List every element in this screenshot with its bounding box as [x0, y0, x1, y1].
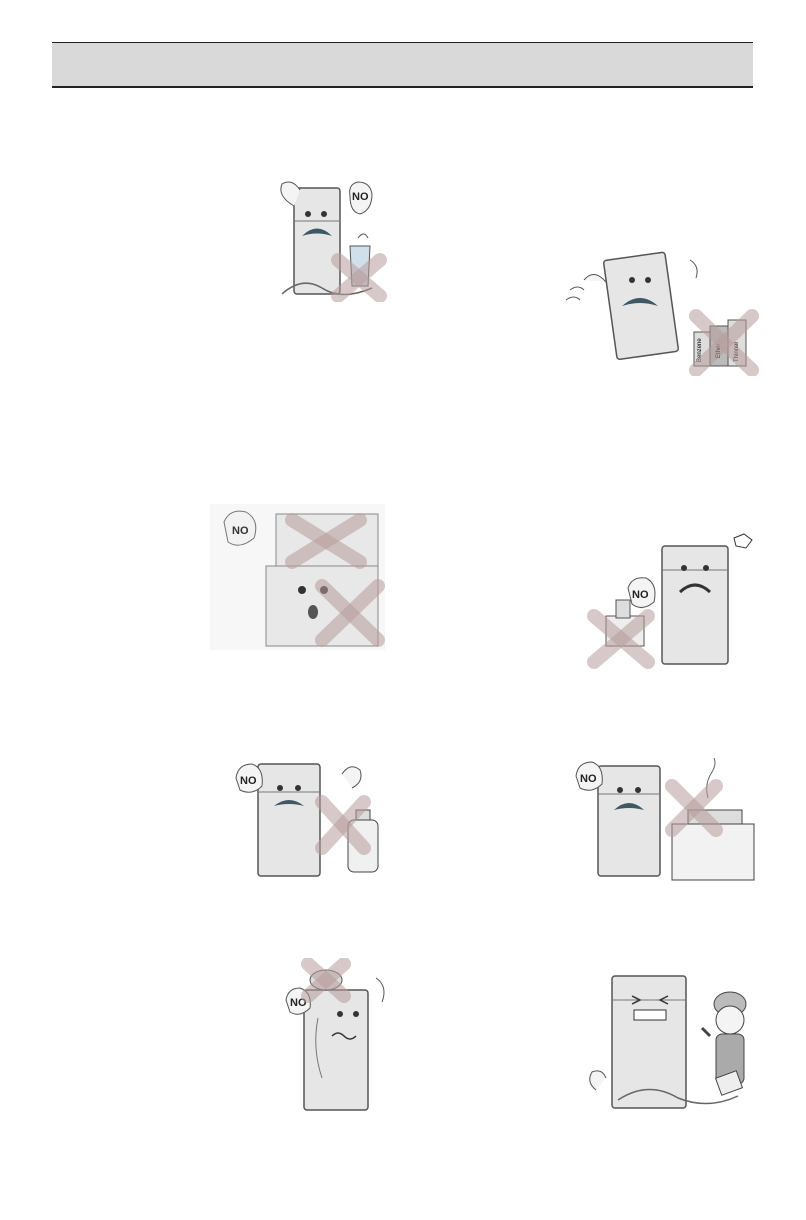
no-sign-text: NO: [580, 773, 597, 785]
medicine-storage-illustration: NO: [584, 530, 760, 670]
no-sign-text: NO: [232, 525, 249, 537]
objects-on-top-illustration: NO: [282, 958, 394, 1116]
no-sign-text: NO: [632, 589, 649, 601]
section-header-bar: [52, 42, 753, 88]
technician-icon: [714, 992, 746, 1095]
flammable-spray-illustration: NO: [228, 758, 390, 884]
disassemble-illustration: [578, 970, 768, 1114]
no-hand-icon: NO: [576, 762, 602, 790]
heat-source-illustration: NO: [568, 758, 764, 884]
flammables-illustration: Benzene Ether Thinner: [560, 250, 770, 376]
no-hand-icon: NO: [224, 511, 256, 545]
water-spray-illustration: NO: [262, 176, 392, 302]
no-hand-icon: NO: [350, 182, 372, 214]
no-sign-text: NO: [240, 775, 257, 787]
no-hand-icon: NO: [628, 578, 655, 608]
no-sign-text: NO: [352, 191, 369, 203]
door-hang-illustration: NO: [210, 504, 385, 650]
no-hand-icon: NO: [236, 764, 262, 792]
wrench-icon: [702, 1028, 710, 1036]
